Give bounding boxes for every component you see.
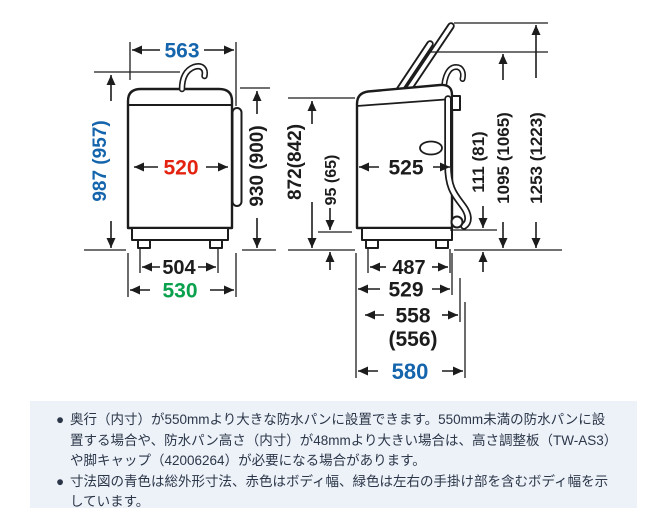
front-foot-left	[137, 239, 151, 249]
side-bottom-clearance-label: 95 (65)	[323, 155, 340, 206]
dimension-lines	[106, 25, 541, 376]
front-body-width-label: 520	[163, 157, 198, 180]
front-foot-right	[209, 239, 223, 249]
side-height-lid-open-label: 1253 (1223)	[527, 112, 546, 204]
side-foot-back	[435, 239, 449, 249]
side-body-height-label: 872(842)	[285, 124, 306, 200]
side-lid-line	[356, 98, 453, 107]
notes-panel: ● 奥行（内寸）が550mmより大きな防水パンに設置できます。550mm未満の防…	[30, 401, 637, 508]
front-body-outline	[126, 87, 234, 230]
dimension-labels: 563 987 (957) 520 930 (900) 504 530 872(…	[90, 40, 546, 385]
side-handle-recess	[419, 140, 443, 156]
dimension-diagram: 563 987 (957) 520 930 (900) 504 530 872(…	[84, 22, 562, 385]
side-hinge-block	[451, 95, 461, 111]
side-depth-main-label: 558	[395, 305, 430, 328]
side-overall-depth-label: 580	[392, 359, 429, 384]
note-text: 寸法図の青色は総外形寸法、赤色はボディ幅、緑色は左右の手掛け部を含むボディ幅を示…	[70, 473, 609, 508]
side-open-lid-front-inner	[396, 42, 432, 94]
front-feet-width-label: 504	[162, 257, 196, 279]
side-drain-hose-inner	[446, 97, 470, 228]
side-hose-hook-inner	[442, 65, 465, 92]
side-feet-depth-label: 487	[392, 257, 425, 279]
bullet-icon: ●	[56, 473, 65, 489]
side-hose-outlet-height-label: 111 (81)	[469, 131, 488, 192]
note-text: 奥行（内寸）が550mmより大きな防水パンに設置できます。550mm未満の防水パ…	[70, 412, 611, 469]
front-side-handle	[231, 107, 243, 207]
side-base-depth-label: 529	[388, 279, 423, 302]
side-height-hose-hook-label: 1095 (1065)	[494, 112, 513, 204]
side-base	[361, 227, 453, 241]
front-overall-width-label: 563	[164, 40, 199, 63]
front-width-with-handles-label: 530	[162, 280, 197, 303]
side-foot-front	[365, 239, 379, 249]
front-base	[131, 227, 229, 241]
side-hose-outlet	[450, 215, 464, 229]
washer-front-view	[126, 63, 243, 249]
side-depth-main-alt-label: (556)	[388, 328, 437, 351]
note-item: ● 寸法図の青色は総外形寸法、赤色はボディ幅、緑色は左右の手掛け部を含むボディ幅…	[56, 472, 615, 508]
front-body-height-label: 930 (900)	[247, 125, 268, 206]
side-open-lid-back-inner	[406, 24, 453, 92]
side-body-outline	[355, 83, 454, 230]
reference-lines	[84, 22, 562, 378]
side-body-depth-label: 525	[388, 157, 423, 180]
washer-side-view	[355, 22, 472, 249]
front-top-hose-inner	[180, 64, 207, 91]
front-overall-height-label: 987 (957)	[90, 120, 111, 201]
bullet-icon: ●	[56, 412, 65, 427]
note-item: ● 奥行（内寸）が550mmより大きな防水パンに設置できます。550mm未満の防…	[56, 410, 615, 472]
